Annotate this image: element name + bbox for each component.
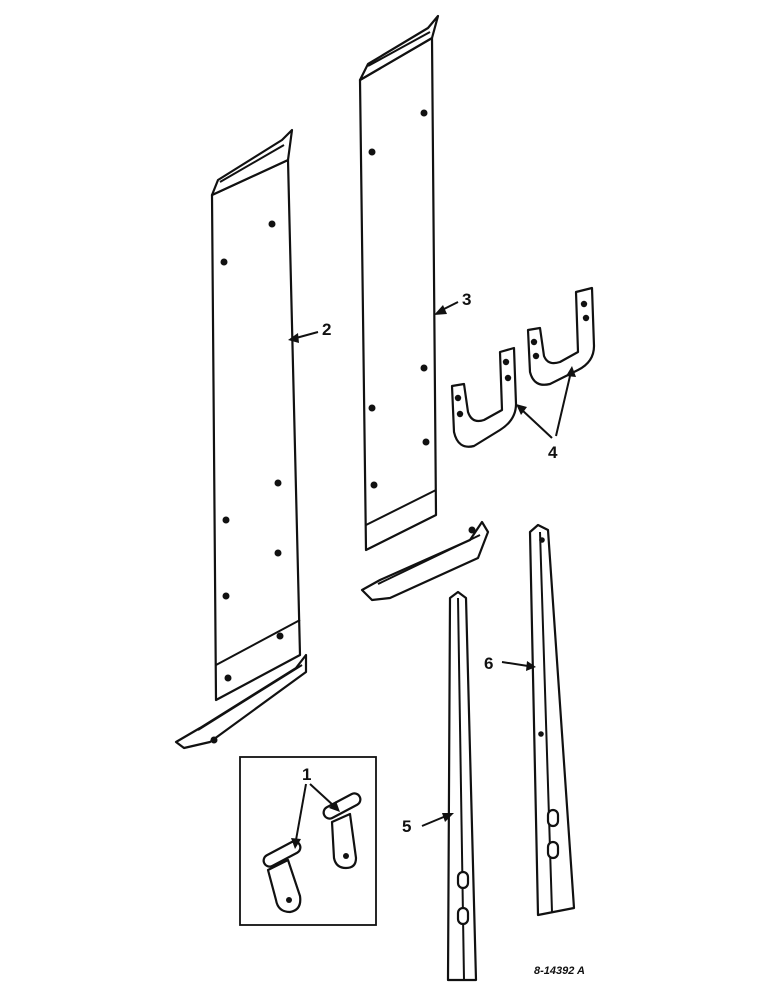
part-5-angle-brace	[446, 590, 478, 982]
part-4-bracket-left	[450, 346, 518, 448]
callout-4: 4	[548, 443, 558, 462]
callout-5: 5	[402, 817, 411, 836]
part-6-angle-brace	[528, 523, 576, 917]
part-4-bracket-right	[526, 286, 596, 386]
callout-3: 3	[462, 290, 471, 309]
drawing-reference-number: 8-14392 A	[534, 965, 585, 977]
callout-2: 2	[322, 320, 331, 339]
part-1-pin-clip-left	[262, 840, 302, 914]
callout-1: 1	[302, 765, 311, 784]
callout-6: 6	[484, 654, 493, 673]
part-1-inset-box	[239, 756, 377, 926]
part-3-shield-panel	[358, 14, 490, 602]
leader-lines	[288, 301, 576, 849]
part-2-shield-panel	[174, 128, 308, 750]
part-1-pin-clip-right	[322, 792, 362, 870]
